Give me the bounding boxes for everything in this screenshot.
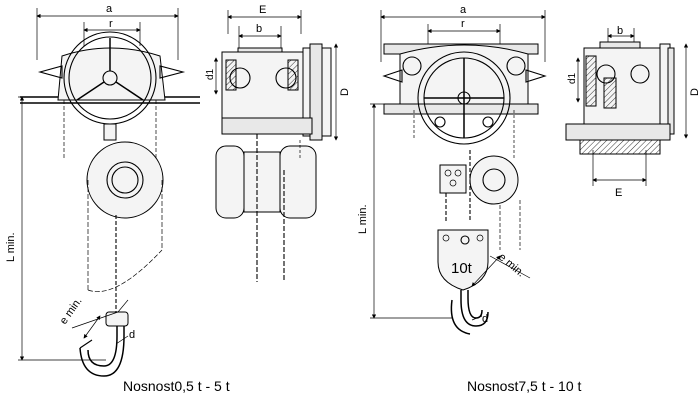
label-L-min-small: L min. (5, 232, 17, 262)
label-r-large: r (461, 18, 465, 30)
label-d-large: d (482, 313, 488, 325)
label-b-large: b (617, 25, 623, 37)
label-L-min-large: L min. (357, 204, 369, 234)
hoist-small-side-view (213, 10, 339, 282)
label-E-small: E (259, 4, 266, 16)
hoist-large-side-view (565, 28, 689, 186)
caption-capacity-small: Nosnost0,5 t - 5 t (123, 378, 230, 394)
label-e-min-small: e min. (58, 295, 85, 326)
label-d-small: d (129, 329, 135, 341)
label-d1-large: d1 (567, 72, 578, 84)
label-D-small: D (339, 88, 351, 96)
label-D-large: D (689, 88, 700, 96)
caption-capacity-large: Nosnost7,5 t - 10 t (467, 378, 582, 394)
label-r-small: r (109, 18, 113, 30)
label-a-small: a (106, 3, 113, 15)
hoist-small-front-view (18, 8, 200, 377)
hoist-large-front-view (370, 10, 547, 335)
label-a-large: a (460, 4, 467, 16)
label-E-large: E (615, 187, 622, 199)
label-d1-small: d1 (205, 68, 216, 80)
label-b-small: b (256, 23, 262, 35)
label-e-min-large: e min. (496, 251, 527, 279)
capacity-badge: 10t (451, 260, 473, 277)
